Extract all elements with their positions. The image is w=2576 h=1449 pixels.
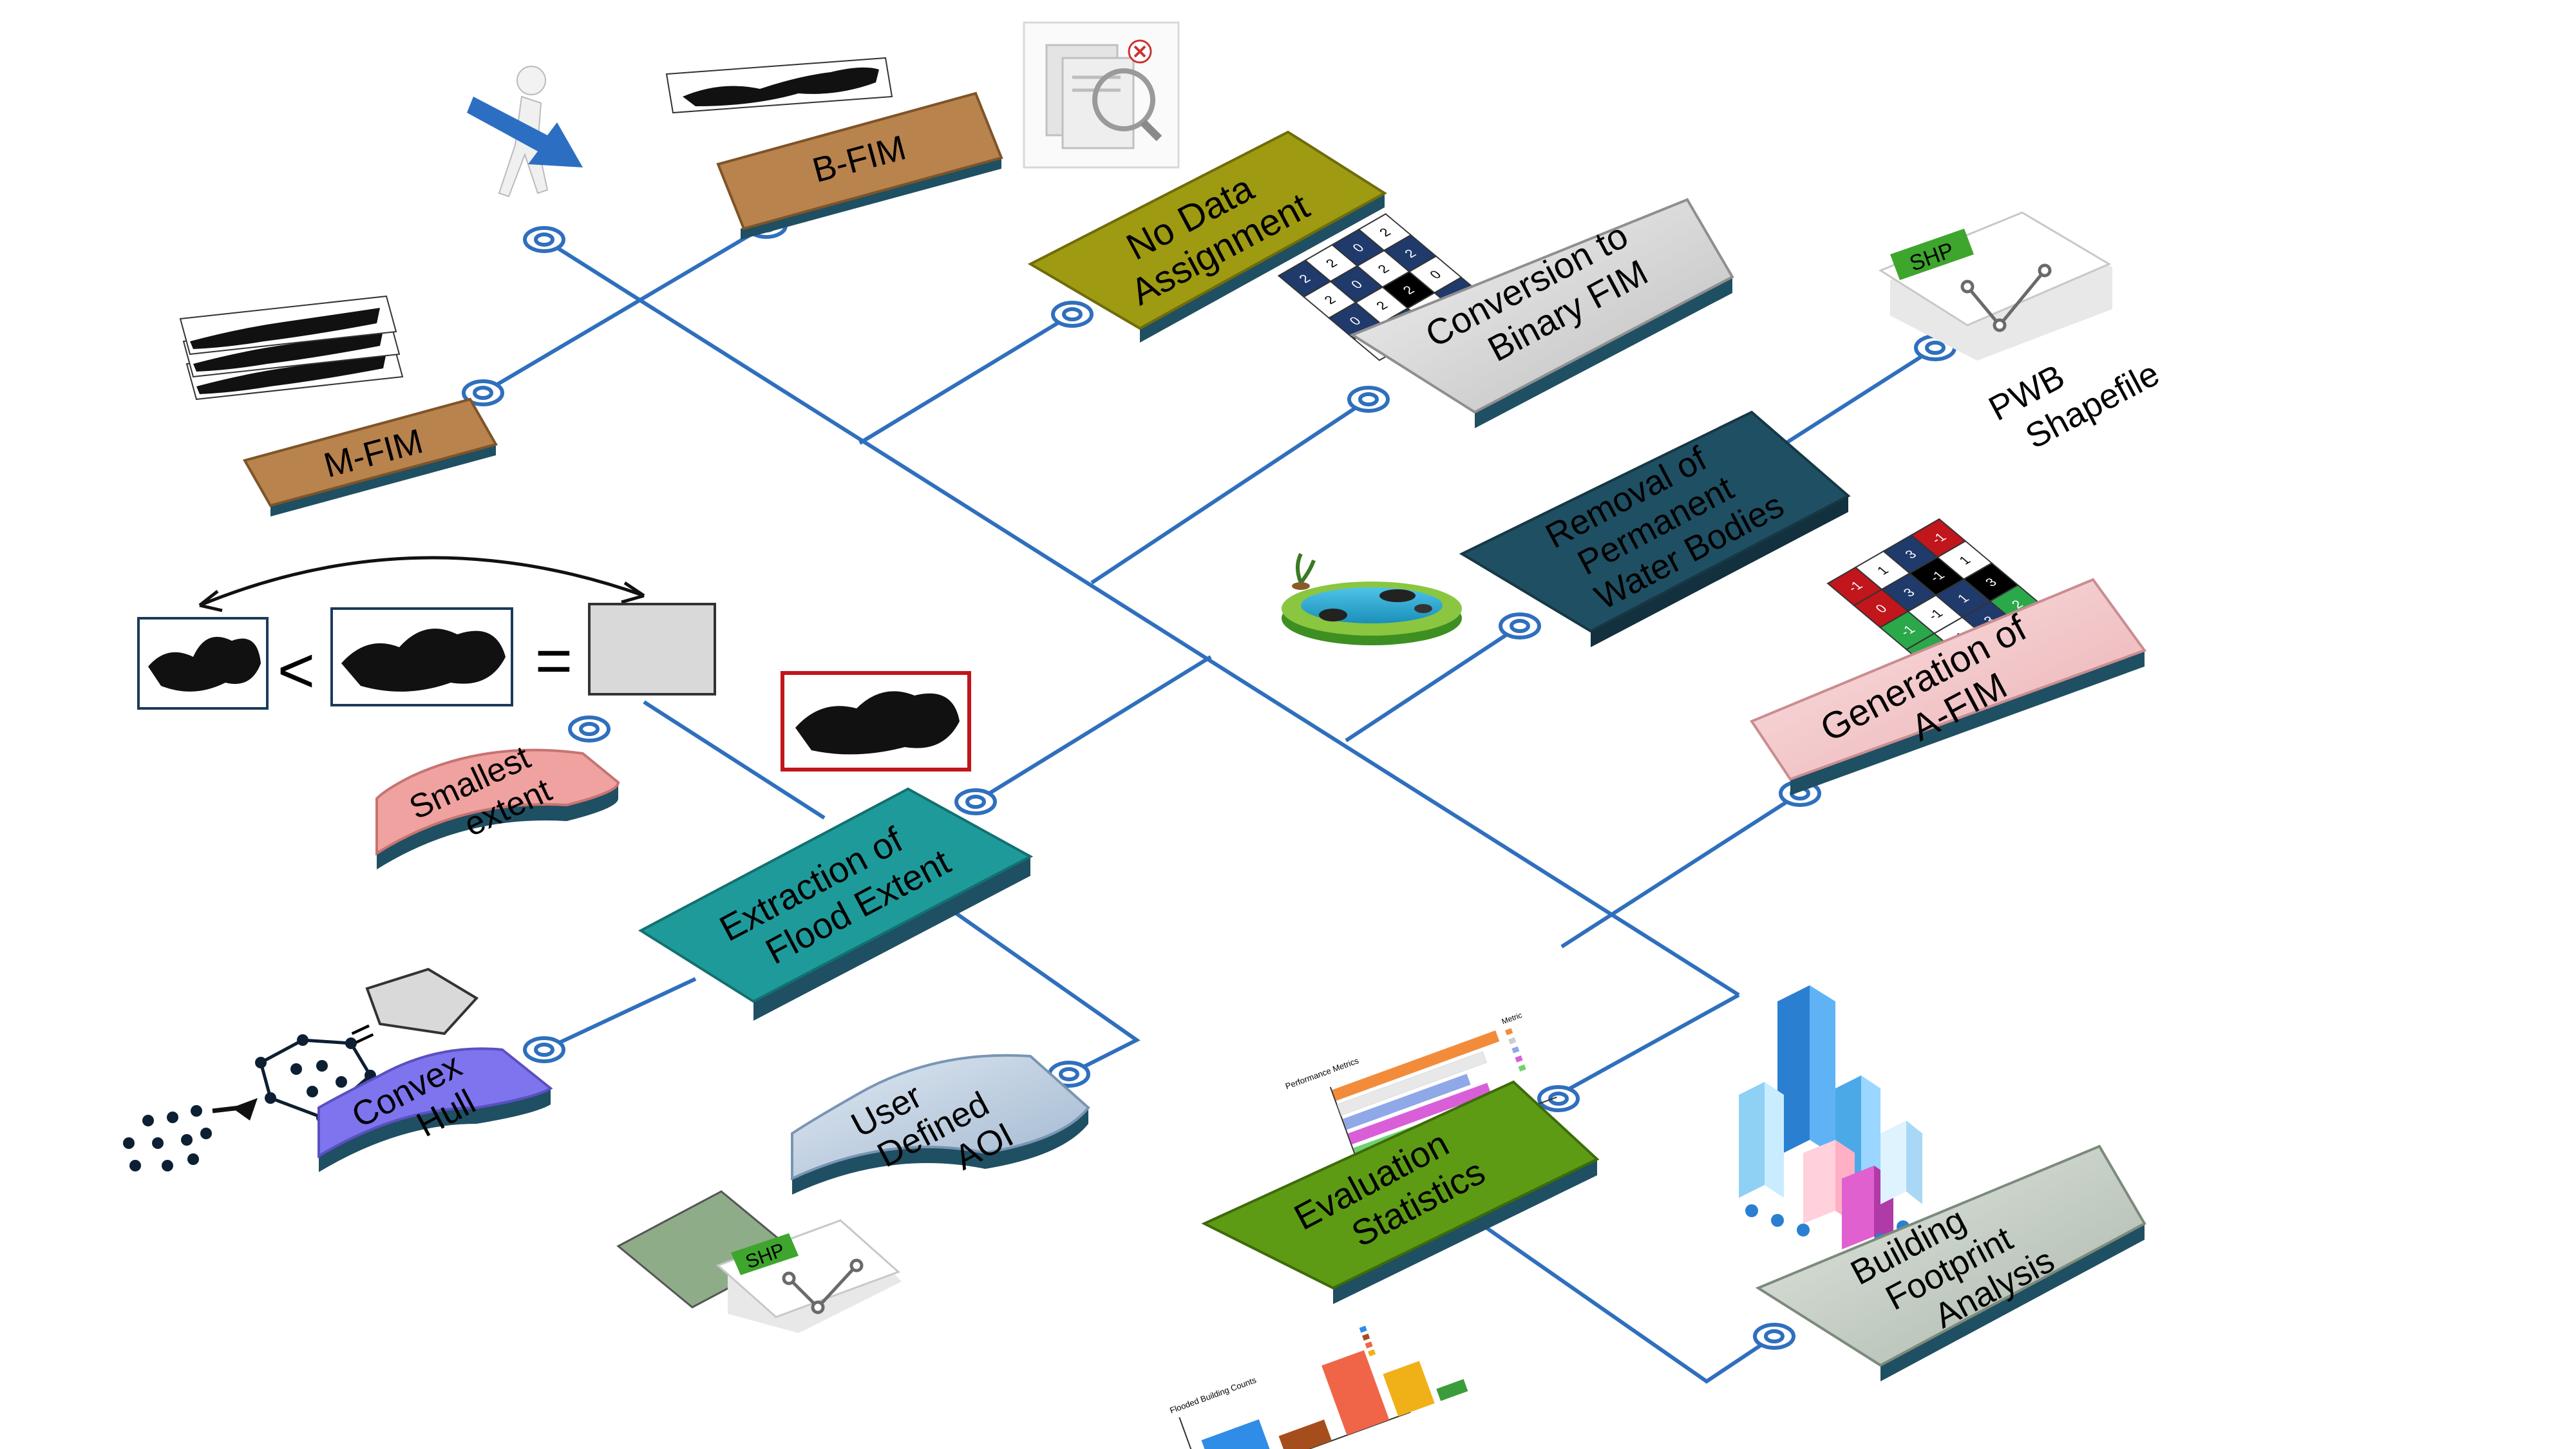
less-than-symbol: < <box>278 634 315 706</box>
document-search-icon <box>1023 21 1180 169</box>
perf-legend-title: Metric <box>1501 1010 1523 1026</box>
pentagon-icon <box>365 967 479 1036</box>
mfim-box: M-FIM <box>242 397 498 516</box>
aoi-shapefile-icon: SHP <box>616 1190 902 1333</box>
city-buildings-icon <box>1739 985 1922 1249</box>
node-convex <box>523 1036 565 1063</box>
node-smallest <box>568 715 611 743</box>
node-extraction <box>954 788 997 815</box>
pwb-removal-box: Removal of Permanent Water Bodies <box>1459 410 1851 647</box>
smallest-extent-illustration: < = <box>137 556 971 772</box>
node-start <box>523 226 565 253</box>
node-nodata <box>1051 301 1094 328</box>
node-building <box>1753 1323 1795 1350</box>
node-binary <box>1347 386 1390 413</box>
bfim-box: B-FIM <box>716 91 1003 240</box>
no-data-box: No Data Assignment <box>1027 130 1387 343</box>
extraction-box: Extraction of Flood Extent <box>638 787 1034 1021</box>
walking-figure-icon <box>467 66 583 198</box>
perf-legend-swatches <box>1505 1028 1526 1072</box>
bfim-map-icon <box>665 57 893 114</box>
node-mfim <box>462 379 504 406</box>
node-evaluation <box>1537 1085 1580 1112</box>
node-pwb <box>1499 612 1541 639</box>
convex-hull-box: Convex Hull <box>317 1046 553 1172</box>
equals-symbol: = <box>535 625 573 697</box>
convex-hull-illustration: = <box>123 967 479 1171</box>
pwb-shapefile-icon: SHP <box>1878 211 2112 361</box>
smallest-extent-box: Smallest extent <box>375 739 620 869</box>
connector-lines <box>482 223 1937 1384</box>
afim-grid-icon: -113-103-11-1-1130132 <box>1826 518 2045 672</box>
bld-chart-title: Flooded Building Counts <box>1168 1375 1258 1416</box>
swap-arrow-icon <box>199 556 645 607</box>
bld-legend-swatches <box>1359 1325 1376 1357</box>
aoi-box: User Defined AOI <box>791 1054 1090 1195</box>
pond-icon <box>1282 553 1462 645</box>
convex-equals-symbol: = <box>343 1009 382 1058</box>
connection-nodes <box>462 212 1956 1350</box>
flooded-building-chart-icon: Flooded Building Counts <box>1168 1325 1468 1449</box>
mfim-map-stack-icon <box>179 295 404 401</box>
